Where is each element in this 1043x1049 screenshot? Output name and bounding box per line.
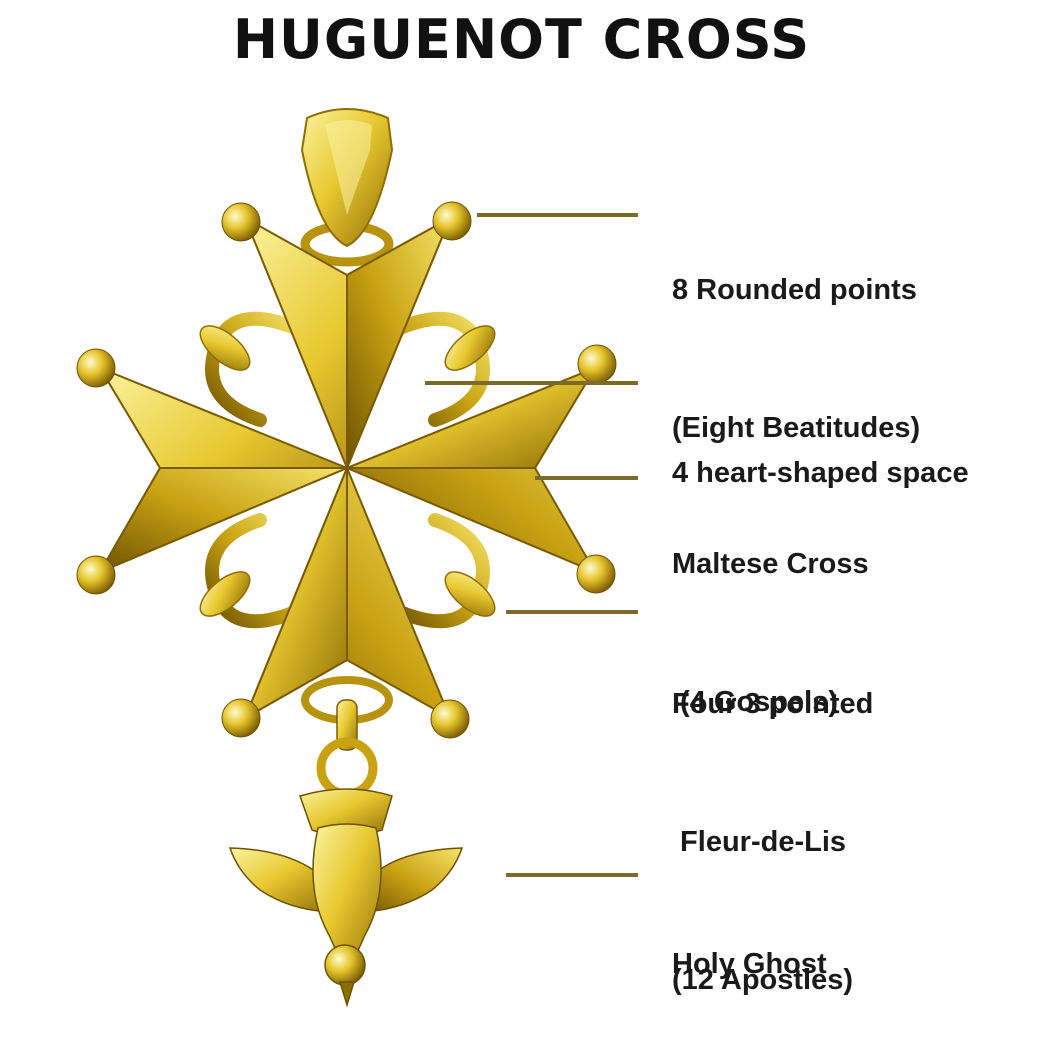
diagram-title: HUGUENOT CROSS: [232, 8, 811, 71]
bail-loop: [300, 108, 394, 267]
label-maltese-cross: Maltese Cross (4 Gospels): [672, 548, 869, 718]
rounded-points: [76, 201, 617, 739]
label-heart-space: 4 heart-shaped space: [672, 457, 969, 489]
dove-pendant: [228, 788, 464, 1008]
label-fleur-de-lis: Four 3 pointed Fleur-de-Lis (12 Apostles…: [672, 688, 874, 996]
lower-loop: [301, 676, 393, 799]
maltese-cross: [97, 215, 598, 721]
fleur-de-lis-tips: [199, 325, 496, 617]
label-rounded-points: 8 Rounded points (Eight Beatitudes): [672, 274, 921, 444]
leader-lines: [425, 213, 638, 877]
label-holy-ghost: Holy Ghost: [672, 948, 827, 980]
